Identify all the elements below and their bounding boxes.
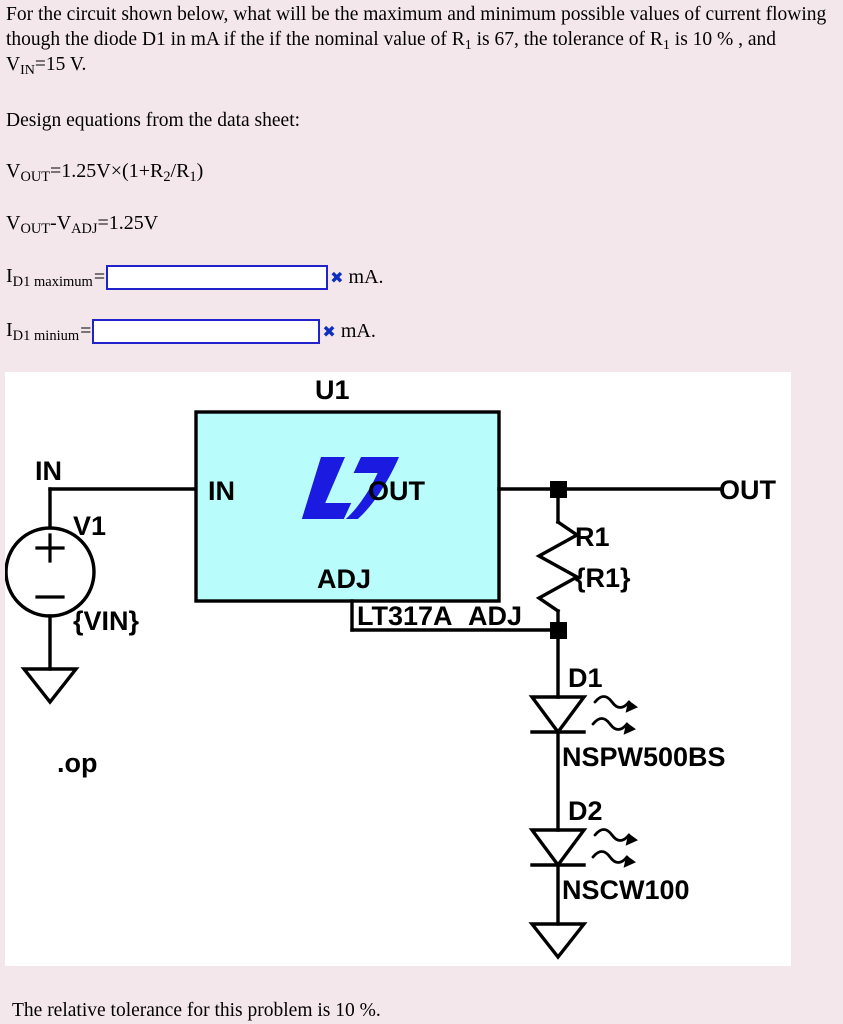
- eq1-lhs: V: [6, 160, 21, 182]
- eq2-rhs: =1.25V: [97, 212, 159, 234]
- answer-label-main-1: I: [6, 264, 13, 287]
- eq1-rhs-subscript-1: 2: [163, 169, 171, 186]
- label-diode1-name: D1: [568, 663, 603, 693]
- equals-sign-2: =: [80, 320, 92, 342]
- label-resistor-name: R1: [575, 522, 610, 552]
- label-diode1-part: NSPW500BS: [562, 742, 726, 772]
- led-d1-emission-arrows: [591, 695, 639, 735]
- unit-label-1: mA.: [348, 266, 384, 288]
- ground-symbol-output: [528, 922, 588, 960]
- answer-row-maximum: ID1 maximum= ✖ mA.: [6, 265, 384, 290]
- required-marker-1: ✖: [330, 267, 344, 287]
- label-spice-directive: .op: [57, 748, 98, 778]
- answer-label-minimum: ID1 minium: [6, 320, 79, 344]
- unit-label-2: mA.: [340, 320, 376, 342]
- label-pin-in: IN: [208, 476, 235, 506]
- circuit-schematic: U1 IN OUT IN OUT ADJ LT317A ADJ V1 {VIN}…: [5, 372, 791, 966]
- eq1-rhs: =1.25V×(1+R: [50, 160, 164, 182]
- question-subscript-2: 1: [662, 36, 670, 53]
- answer-label-subscript-2: D1 minium: [12, 327, 80, 344]
- answer-label-main-2: I: [6, 318, 13, 341]
- linear-technology-logo-icon: [301, 457, 399, 519]
- resistor-r1-zigzag: [535, 519, 581, 614]
- question-text-part-3: is 10 % , and V: [6, 29, 777, 75]
- eq2-lhs-subscript: OUT: [20, 221, 51, 238]
- label-part-pin: ADJ: [468, 601, 522, 631]
- question-statement: For the circuit shown below, what will b…: [6, 2, 834, 77]
- equals-sign-1: =: [93, 266, 106, 288]
- id1-minimum-input[interactable]: [92, 319, 321, 344]
- eq2-minus-term: -V: [50, 212, 72, 234]
- eq1-rhs-end: ): [196, 160, 204, 182]
- ground-symbol-source: [20, 667, 80, 705]
- id1-maximum-input[interactable]: [106, 265, 329, 290]
- label-net-out: OUT: [719, 475, 777, 505]
- equation-vout-formula: VOUT=1.25V×(1+R2/R1): [6, 158, 203, 184]
- label-net-in: IN: [35, 456, 62, 486]
- label-source-name: V1: [73, 511, 106, 541]
- label-part-number: LT317A: [357, 601, 453, 631]
- tolerance-note: The relative tolerance for this problem …: [12, 1000, 381, 1021]
- eq1-lhs-subscript: OUT: [20, 169, 51, 186]
- question-subscript-1: 1: [464, 36, 472, 53]
- eq1-rhs-subscript-2: 1: [189, 169, 197, 186]
- answer-row-minimum: ID1 minium= ✖ mA.: [6, 319, 376, 344]
- label-source-value: {VIN}: [73, 606, 140, 636]
- diode-d1-triangle: [528, 695, 588, 735]
- label-diode2-part: NSCW100: [562, 875, 690, 905]
- question-text-part-1: For the circuit shown below, what will b…: [6, 4, 827, 50]
- required-marker-2: ✖: [322, 321, 336, 341]
- eq2-lhs: V: [6, 212, 21, 234]
- eq2-second-subscript: ADJ: [71, 221, 98, 238]
- equation-vout-vadj: VOUT-VADJ=1.25V: [6, 210, 158, 236]
- eq1-rhs-mid: /R: [170, 160, 190, 182]
- answer-label-maximum: ID1 maximum: [6, 266, 93, 290]
- junction-dot-out: [550, 481, 567, 498]
- question-text-part-4: =15 V.: [34, 54, 87, 75]
- question-text-part-2: is 67, the tolerance of R: [471, 29, 663, 50]
- label-pin-out: OUT: [368, 476, 426, 506]
- design-equations-heading: Design equations from the data sheet:: [6, 110, 301, 131]
- junction-dot-adj: [550, 622, 567, 639]
- diode-d2-triangle: [528, 828, 588, 868]
- led-d2-emission-arrows: [591, 828, 639, 868]
- label-pin-adj: ADJ: [317, 564, 371, 594]
- plus-sign: [35, 533, 65, 563]
- question-subscript-3: IN: [20, 61, 35, 78]
- label-resistor-value: {R1}: [575, 563, 631, 593]
- answer-label-subscript-1: D1 maximum: [12, 273, 93, 290]
- label-u1: U1: [315, 375, 350, 405]
- label-diode2-name: D2: [568, 796, 603, 826]
